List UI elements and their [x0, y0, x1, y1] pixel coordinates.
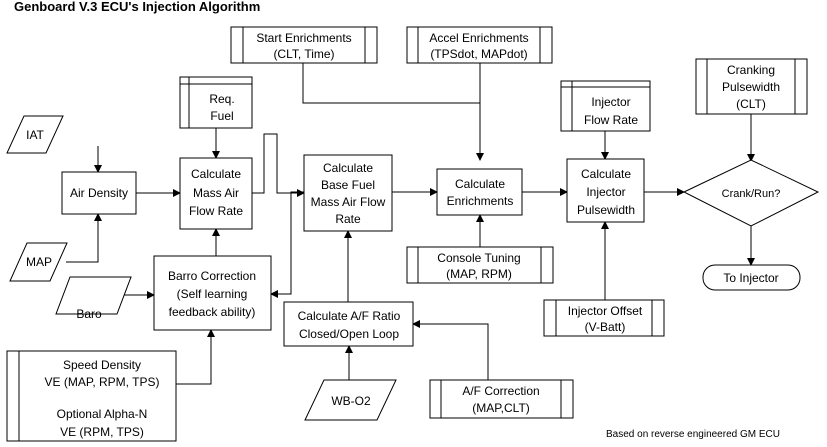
calc-injector-pulsewidth-box: Calculate Injector Pulsewidth: [566, 158, 645, 223]
footnote: Based on reverse engineered GM ECU: [606, 429, 780, 440]
map-label: MAP: [26, 255, 52, 269]
map-input: MAP: [9, 242, 68, 282]
af-correction-line-2: (MAP,CLT): [472, 401, 530, 415]
crank-run-label: Crank/Run?: [722, 188, 781, 200]
ve-table-line-5: VE (RPM, TPS): [60, 425, 144, 439]
to-injector-label: To Injector: [723, 271, 778, 285]
accel-enrichments-table: Accel Enrichments (TPSdot, MAPdot): [406, 26, 553, 64]
calc-enrichments-line-2: Enrichments: [447, 194, 514, 208]
iat-input: IAT: [6, 115, 64, 154]
diagram-title: Genboard V.3 ECU's Injection Algorithm: [14, 0, 260, 14]
req-fuel-table: Req. Fuel: [179, 76, 253, 129]
calc-mass-air-line-2: Mass Air: [193, 186, 239, 200]
calc-base-fuel-line-1: Calculate: [323, 161, 373, 175]
calc-injector-pw-line-1: Calculate: [581, 167, 631, 181]
to-injector-terminator: To Injector: [702, 264, 801, 291]
injector-offset-line-2: (V-Batt): [585, 320, 626, 334]
baro-label: Baro: [76, 307, 102, 321]
af-correction-line-1: A/F Correction: [462, 384, 539, 398]
calc-enrichments-line-1: Calculate: [455, 177, 505, 191]
calc-base-fuel-box: Calculate Base Fuel Mass Air Flow Rate: [303, 154, 393, 232]
barro-correction-box: Barro Correction (Self learning feedback…: [153, 255, 272, 331]
req-fuel-line-1: Req.: [209, 92, 234, 106]
calc-mass-air-line-3: Flow Rate: [189, 204, 243, 218]
cranking-pw-line-3: (CLT): [736, 97, 766, 111]
console-tuning-line-2: (MAP, RPM): [446, 267, 512, 281]
air-density-box: Air Density: [61, 171, 137, 215]
console-tuning-table: Console Tuning (MAP, RPM): [406, 246, 554, 284]
calc-af-ratio-line-1: Calculate A/F Ratio: [298, 309, 401, 323]
barro-correction-line-3: feedback ability): [169, 305, 256, 319]
calc-injector-pw-line-3: Pulsewidth: [577, 203, 635, 217]
start-enrichments-table: Start Enrichments (CLT, Time): [230, 26, 378, 64]
ve-table: Speed Density VE (MAP, RPM, TPS) Optiona…: [6, 350, 177, 442]
req-fuel-line-2: Fuel: [210, 109, 233, 123]
console-tuning-line-1: Console Tuning: [437, 251, 520, 265]
air-density-label: Air Density: [70, 186, 128, 200]
injector-offset-table: Injector Offset (V-Batt): [543, 299, 665, 337]
calc-mass-air-flow-box: Calculate Mass Air Flow Rate: [179, 157, 253, 230]
injector-offset-line-1: Injector Offset: [568, 304, 643, 318]
cranking-pw-line-1: Cranking: [727, 63, 775, 77]
wb-o2-input: WB-O2: [304, 379, 397, 421]
crank-run-decision: Crank/Run?: [682, 159, 820, 227]
calc-mass-air-line-1: Calculate: [191, 167, 241, 181]
cranking-pulsewidth-table: Cranking Pulsewidth (CLT): [695, 58, 808, 115]
baro-input: Baro: [55, 276, 132, 321]
calc-base-fuel-line-3: Mass Air Flow: [311, 195, 386, 209]
injector-flow-rate-line-1: Injector: [591, 95, 630, 109]
calc-base-fuel-line-4: Rate: [335, 212, 361, 226]
accel-enrichments-line-1: Accel Enrichments: [429, 31, 528, 45]
start-enrichments-line-1: Start Enrichments: [256, 31, 351, 45]
ve-table-line-2: VE (MAP, RPM, TPS): [45, 375, 160, 389]
calc-base-fuel-line-2: Base Fuel: [321, 178, 375, 192]
af-correction-table: A/F Correction (MAP,CLT): [429, 379, 574, 419]
start-enrichments-line-2: (CLT, Time): [273, 47, 334, 61]
barro-correction-line-1: Barro Correction: [168, 269, 256, 283]
calc-injector-pw-line-2: Injector: [586, 185, 625, 199]
cranking-pw-line-2: Pulsewidth: [722, 80, 780, 94]
iat-label: IAT: [26, 128, 44, 142]
injector-flow-rate-line-2: Flow Rate: [584, 113, 638, 127]
ve-table-line-4: Optional Alpha-N: [57, 407, 148, 421]
calc-af-ratio-line-2: Closed/Open Loop: [299, 327, 399, 341]
connectors: [66, 63, 755, 385]
accel-enrichments-line-2: (TPSdot, MAPdot): [430, 47, 527, 61]
barro-correction-line-2: (Self learning: [177, 287, 248, 301]
wb-o2-label: WB-O2: [331, 394, 371, 408]
injector-flow-rate-table: Injector Flow Rate: [560, 80, 651, 132]
calc-af-ratio-box: Calculate A/F Ratio Closed/Open Loop: [283, 301, 414, 347]
ve-table-line-1: Speed Density: [63, 358, 141, 372]
calc-enrichments-box: Calculate Enrichments: [436, 168, 523, 216]
